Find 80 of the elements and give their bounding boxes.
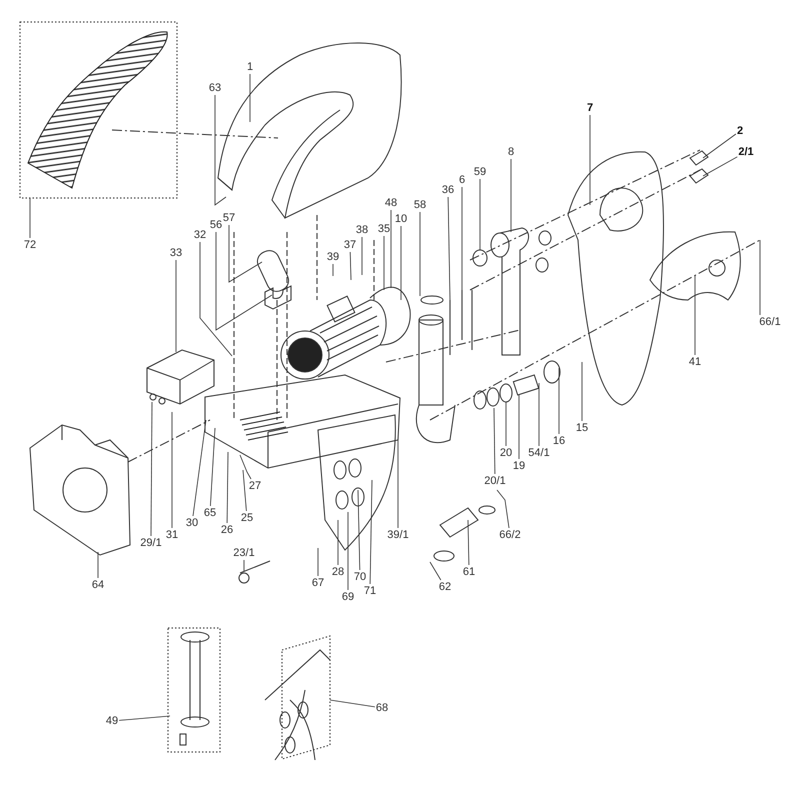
callout-number: 1 — [246, 61, 254, 73]
callout-number: 23/1 — [233, 547, 255, 559]
callout-number: 41 — [688, 356, 702, 368]
leader-line — [200, 242, 232, 356]
callout-number: 20/1 — [484, 475, 506, 487]
callout-number: 63 — [208, 82, 222, 94]
leader-line — [330, 700, 376, 708]
leader-line — [210, 428, 216, 506]
callout-number: 20 — [500, 447, 512, 459]
leader-line — [494, 408, 496, 474]
leader-line — [558, 368, 560, 434]
leader-line — [538, 382, 540, 446]
callout-number: 70 — [354, 571, 366, 583]
callout-number: 26 — [220, 524, 234, 536]
callout-number: 58 — [414, 199, 426, 211]
callout-number: 57 — [222, 212, 236, 224]
callout-number: 2/1 — [738, 146, 754, 158]
callout-number: 67 — [312, 577, 324, 589]
callout-number: 29/1 — [140, 537, 162, 549]
callout-number: 30 — [186, 517, 198, 529]
leader-line — [214, 94, 226, 206]
callout-number: 71 — [364, 585, 376, 597]
callout-number: 27 — [248, 480, 262, 492]
leader-line — [400, 226, 402, 300]
leader-line — [702, 156, 738, 176]
callout-number: 19 — [512, 460, 526, 472]
callout-number: 25 — [240, 512, 254, 524]
callout-number: 2 — [736, 125, 744, 137]
callout-number: 62 — [438, 581, 452, 593]
callout-number: 39 — [326, 251, 340, 263]
callout-number: 31 — [166, 529, 178, 541]
leader-line — [240, 454, 252, 480]
leader-line — [332, 264, 334, 276]
callout-number: 61 — [462, 566, 476, 578]
callout-number: 8 — [508, 146, 514, 158]
callout-number: 35 — [378, 223, 390, 235]
callout-number: 32 — [194, 229, 206, 241]
leader-line — [694, 274, 696, 356]
callout-number: 33 — [170, 247, 182, 259]
leader-line — [430, 562, 442, 580]
leader-line — [118, 716, 170, 721]
leader-line — [150, 402, 152, 536]
leader-line — [496, 490, 510, 528]
callout-number: 68 — [376, 702, 388, 714]
callout-number: 72 — [24, 239, 36, 251]
callout-number: 10 — [394, 213, 408, 225]
callout-number: 49 — [106, 715, 118, 727]
leader-line — [192, 420, 206, 516]
callout-number: 15 — [576, 422, 588, 434]
leader-line — [468, 520, 470, 566]
leader-line — [448, 196, 450, 300]
leader-line — [370, 480, 372, 584]
leader-line — [228, 224, 262, 283]
leader-line — [390, 210, 392, 288]
callout-number: 28 — [332, 566, 344, 578]
callout-number: 65 — [204, 507, 216, 519]
callout-number: 69 — [342, 591, 354, 603]
leader-line — [242, 470, 247, 512]
leader-line — [358, 490, 360, 570]
callout-number: 64 — [92, 579, 104, 591]
exploded-pump-assembly-drawing — [20, 22, 760, 760]
leader-line — [510, 158, 512, 232]
callout-number: 6 — [458, 174, 466, 186]
callout-number: 56 — [210, 219, 222, 231]
callout-number: 36 — [442, 184, 454, 196]
callout-number: 54/1 — [528, 447, 550, 459]
callout-number: 39/1 — [387, 529, 409, 541]
callout-number: 16 — [552, 435, 566, 447]
leader-line — [216, 232, 272, 331]
callout-number: 66/1 — [759, 316, 781, 328]
callout-number: 66/2 — [499, 529, 521, 541]
callout-number: 7 — [586, 102, 594, 114]
callout-number: 48 — [384, 197, 398, 209]
leader-line — [350, 252, 352, 280]
leader-line — [518, 394, 520, 460]
callout-number: 37 — [344, 239, 356, 251]
leader-line — [226, 452, 228, 524]
leader-line — [702, 134, 736, 158]
callout-number: 38 — [356, 224, 368, 236]
callout-number: 59 — [474, 166, 486, 178]
